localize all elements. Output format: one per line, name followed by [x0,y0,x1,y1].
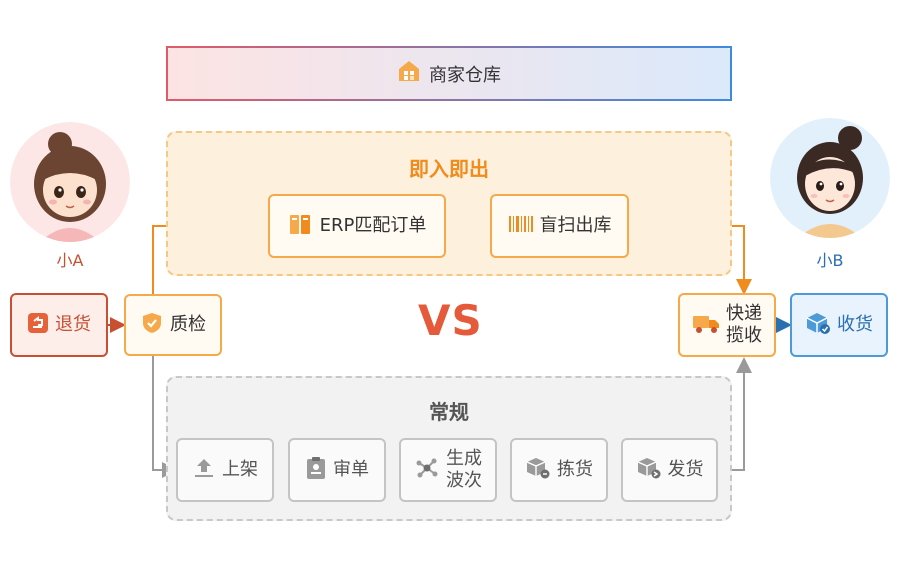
vs-label: VS [418,296,483,345]
shield-check-icon [140,311,164,340]
blind-scan-node: 盲扫出库 [490,194,629,258]
quality-check-node: 质检 [124,294,222,356]
document-icon [288,212,314,241]
review-order-node: 审单 [288,438,386,502]
package-icon [805,311,831,340]
warehouse-title: 商家仓库 [429,64,501,86]
shelving-label: 上架 [222,459,258,480]
shelving-node: 上架 [176,438,274,502]
upload-shelf-icon [192,456,216,485]
network-nodes-icon [414,455,440,486]
erp-match-node: ERP匹配订单 [268,194,446,258]
create-wave-node: 生成 波次 [399,438,497,502]
merchant-warehouse-banner: 商家仓库 [166,46,732,101]
shipping-node: 发货 [621,438,718,502]
receive-label: 收货 [837,314,873,335]
clipboard-icon [305,456,327,485]
review-order-label: 审单 [333,459,369,480]
return-icon [27,312,49,339]
erp-match-label: ERP匹配订单 [319,215,427,236]
create-wave-label: 生成 波次 [446,448,482,491]
express-pickup-node: 快递 揽收 [678,293,776,357]
normal-region-title: 常规 [429,400,469,424]
barcode-icon [508,213,534,240]
shipping-label: 发货 [667,459,704,480]
avatar-b [770,118,890,238]
avatar-a [10,122,130,242]
truck-icon [692,312,720,339]
picking-label: 拣货 [557,459,593,480]
box-pick-icon [525,456,551,485]
girl-a-icon [10,122,130,242]
instant-in-out-region: 即入即出 [166,131,732,276]
warehouse-icon [397,59,421,88]
person-b-name: 小B [816,251,844,270]
instant-region-title: 即入即出 [409,157,489,181]
express-pickup-label: 快递 揽收 [726,303,762,346]
picking-node: 拣货 [510,438,608,502]
blind-scan-label: 盲扫出库 [539,215,612,236]
return-label: 退货 [55,314,91,335]
quality-check-label: 质检 [170,314,206,335]
receive-node: 收货 [790,293,888,357]
person-a-name: 小A [56,251,84,270]
box-ship-icon [636,456,662,485]
return-node: 退货 [10,293,108,357]
girl-b-icon [770,118,890,238]
